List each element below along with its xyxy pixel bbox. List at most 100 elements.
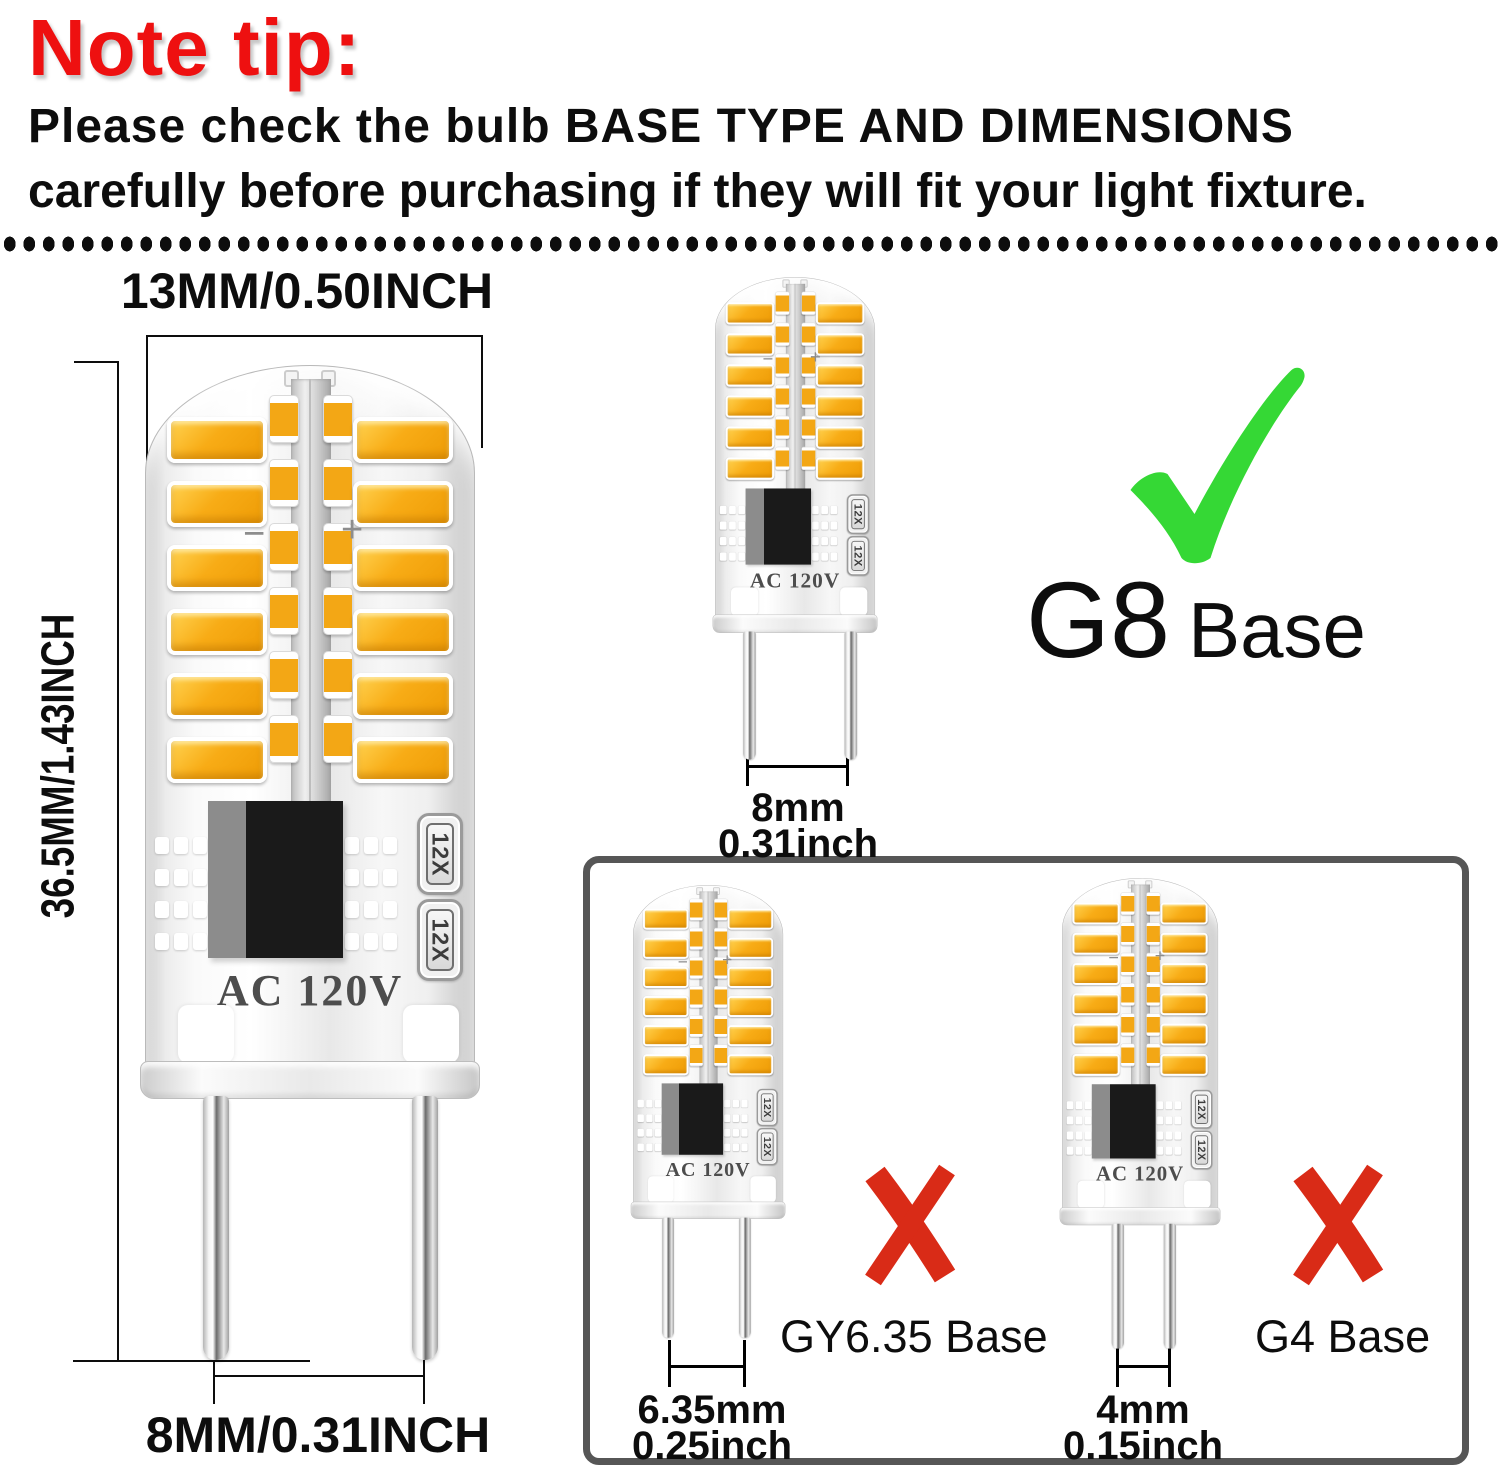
solder-pad <box>1084 1131 1092 1140</box>
led-chip <box>725 395 775 418</box>
led-chip <box>815 302 865 325</box>
polarity-minus: − <box>243 513 266 555</box>
mid-led-chip <box>801 415 816 439</box>
led-chip <box>167 737 267 783</box>
bulb-mid-led-array <box>1062 878 1218 1096</box>
chip-12x-text: 12X <box>1195 1139 1208 1161</box>
bulb-mid-led-array <box>145 365 475 825</box>
solder-pad <box>729 521 736 530</box>
led-chip <box>815 457 865 480</box>
mid-led-chip <box>1146 952 1161 976</box>
base-cutout <box>840 587 868 616</box>
mid-led-chip <box>1120 892 1135 915</box>
led-chip <box>725 364 775 387</box>
solder-pad <box>646 1143 653 1152</box>
bulb-g8-large: − + 12X 12X AC 120V <box>140 365 480 1365</box>
bulb-led-column-right <box>1160 902 1208 1085</box>
solder-pad <box>738 536 746 546</box>
chip-12x-inner: 12X <box>426 909 454 971</box>
solder-pad <box>193 933 207 950</box>
led-chip <box>643 908 689 930</box>
base-cutout <box>178 1005 234 1063</box>
red-cross-icon-gy635 <box>865 1164 956 1286</box>
led-chip <box>643 1025 689 1047</box>
led-chip <box>353 737 453 783</box>
solder-pad <box>155 901 169 918</box>
dim-line-g4-pins <box>1116 1365 1171 1368</box>
solder-pad <box>719 521 727 530</box>
dim-tick <box>481 335 483 448</box>
solder-pad <box>1165 1146 1173 1155</box>
led-chip <box>353 481 453 527</box>
mid-led-chip <box>775 415 790 439</box>
solder-pad <box>719 505 727 515</box>
solder-pad <box>1084 1101 1092 1110</box>
solder-pad <box>1156 1131 1164 1140</box>
led-chip <box>815 364 865 387</box>
mid-led-chip <box>801 322 816 346</box>
mid-led-chip <box>689 1044 704 1067</box>
mid-led-chip <box>689 956 704 979</box>
mid-led-chip <box>1146 983 1161 1006</box>
solder-pad <box>637 1128 644 1137</box>
mid-led-chip <box>775 446 790 471</box>
solder-pad <box>821 552 829 561</box>
led-chip <box>643 1054 689 1076</box>
chip-12x-text: 12X <box>761 1097 774 1118</box>
mid-led-chip <box>713 956 728 979</box>
dim-line-gy635-pins <box>668 1365 746 1368</box>
driver-ic-chip <box>661 1083 724 1155</box>
solder-pad <box>741 1114 748 1123</box>
solder-pad <box>1066 1146 1074 1155</box>
led-chip <box>725 457 775 480</box>
solder-pad <box>654 1143 662 1152</box>
solder-pad <box>174 869 188 886</box>
polarity-plus: + <box>810 346 821 368</box>
green-check-icon <box>1130 367 1305 564</box>
g8-base-label: G8 Base <box>1026 566 1366 674</box>
mid-led-chip <box>1120 1043 1135 1067</box>
ac-voltage-marking: AC 120V <box>1095 1162 1185 1186</box>
driver-ic-chip <box>208 801 343 958</box>
mid-led-chip <box>801 291 816 315</box>
led-chip <box>727 996 774 1017</box>
gy635-base-label: GY6.35 Base <box>780 1311 1048 1362</box>
bulb-led-column-right <box>353 417 453 801</box>
solder-pad <box>193 901 207 918</box>
solder-pad <box>719 536 727 546</box>
led-chip <box>1160 1053 1208 1076</box>
solder-pad <box>345 901 359 918</box>
chip-12x-badge: 12X <box>846 494 870 535</box>
g8-pin-mm-label: 8mm <box>751 786 845 830</box>
gy635-pin-inch-label: 0.25inch <box>631 1424 793 1468</box>
mid-led-chip <box>775 384 790 408</box>
solder-pad <box>724 1128 731 1137</box>
solder-pad <box>724 1099 731 1108</box>
polarity-plus: + <box>341 509 364 551</box>
solder-pad <box>812 521 819 530</box>
chip-12x-badge: 12X <box>1190 1089 1213 1129</box>
mid-led-chip <box>801 384 816 408</box>
bulb-led-column-left <box>167 417 267 801</box>
base-cutout <box>1077 1180 1105 1209</box>
mid-led-chip <box>269 651 299 699</box>
led-chip <box>1072 932 1120 955</box>
solder-pad <box>1066 1101 1074 1110</box>
bulb-base-lip <box>140 1061 480 1099</box>
solder-pad <box>1075 1131 1083 1140</box>
solder-pad <box>812 536 819 546</box>
base-cutout <box>648 1176 674 1203</box>
g8-base-name: G8 <box>1026 559 1171 680</box>
bulb-led-column-right <box>815 302 865 488</box>
solder-pad <box>193 837 207 854</box>
bulb-led-column-left <box>725 302 775 488</box>
solder-pad <box>364 837 378 854</box>
solder-pad <box>1075 1116 1083 1125</box>
driver-ic-chip <box>1091 1084 1156 1159</box>
solder-pad-group-left <box>155 837 207 955</box>
led-chip <box>727 1054 774 1076</box>
dim-line-width <box>146 335 483 337</box>
dim-line-pin-spacing <box>213 1375 425 1377</box>
solder-pad <box>193 869 207 886</box>
